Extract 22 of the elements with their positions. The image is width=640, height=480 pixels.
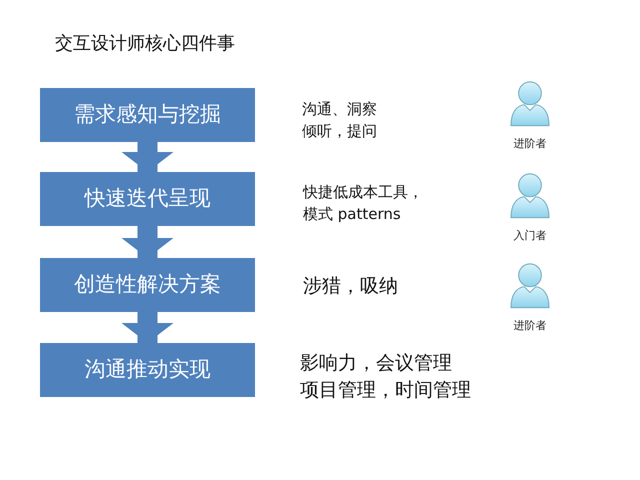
process-box: [40, 343, 255, 397]
note-text: 涉猎，吸纳: [303, 274, 398, 299]
note-text: 项目管理，时间管理: [300, 378, 471, 403]
note-text: 影响力，会议管理: [300, 351, 452, 376]
role-caption: 进阶者: [514, 318, 546, 334]
step-text: 需求感知与挖掘: [74, 101, 221, 128]
process-box: [40, 88, 255, 142]
step-text: 沟通推动实现: [84, 356, 210, 384]
note-text: 倾听，提问: [302, 121, 377, 142]
role-caption: 入门者: [514, 228, 546, 244]
role-caption: 进阶者: [514, 136, 546, 152]
title: 交互设计师核心四件事: [55, 32, 235, 56]
note-text: 快捷低成本工具，: [303, 182, 423, 203]
process-box: [40, 172, 255, 226]
note-text: 模式 patterns: [303, 204, 401, 225]
step-text: 快速迭代呈现: [84, 185, 210, 212]
block-arrow: [122, 312, 174, 343]
process-box: [40, 258, 255, 312]
step-text: 创造性解决方案: [74, 271, 221, 298]
block-arrow: [122, 226, 174, 258]
note-text: 沟通、洞察: [302, 99, 377, 120]
block-arrow: [122, 142, 174, 172]
